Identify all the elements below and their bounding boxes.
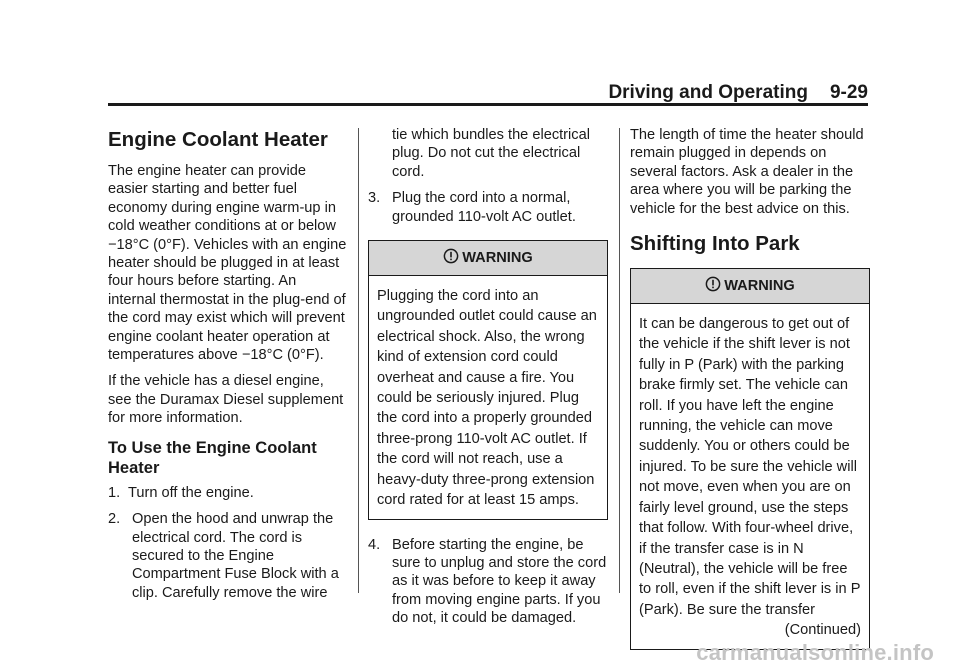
column-divider [358,128,359,593]
header-rule [108,103,868,106]
column-left: Engine Coolant Heater The engine heater … [108,128,348,610]
step-text: tie which bundles the electrical plug. D… [392,127,590,180]
column-right: The length of time the heater should rem… [630,126,870,666]
running-header: Driving and Operating 9-29 [608,82,868,104]
list-item-step-1: 1. Turn off the engine. [108,484,348,502]
warning-text: Plugging the cord into an ungrounded out… [377,288,597,509]
section-heading-engine-coolant-heater: Engine Coolant Heater [108,128,328,151]
warning-text: It can be dangerous to get out of the ve… [631,304,869,649]
step-text: Turn off the engine. [128,484,254,501]
warning-icon [705,276,721,292]
column-middle: tie which bundles the electrical plug. D… [368,126,608,636]
warning-label: WARNING [462,250,533,267]
section-heading-shifting-into-park: Shifting Into Park [630,232,800,256]
list-item-step-2-continued: tie which bundles the electrical plug. D… [368,126,608,181]
heater-duration-paragraph: The length of time the heater should rem… [630,127,864,217]
warning-box-shifting-into-park: WARNING It can be dangerous to get out o… [630,268,870,650]
warning-icon [443,248,459,264]
step-number: 1. [108,484,121,501]
warning-box-ungrounded-outlet: WARNING Plugging the cord into an ungrou… [368,240,608,520]
warning-header: WARNING [631,269,869,305]
warning-paragraph: It can be dangerous to get out of the ve… [639,316,861,618]
column-divider [619,128,620,593]
warning-label: WARNING [724,278,795,295]
diesel-note-paragraph: If the vehicle has a diesel engine, see … [108,373,344,427]
warning-header: WARNING [369,241,607,277]
step-number: 2. [108,511,121,528]
step-number: 4. [368,536,381,553]
subheading-to-use-heater: To Use the Engine Coolant Heater [108,438,317,477]
list-item-step-2: 2. Open the hood and unwrap the electric… [108,510,348,602]
step-text: Before starting the engine, be sure to u… [392,536,607,627]
watermark: carmanualsonline.info [696,640,934,665]
continued-label: (Continued) [784,622,861,639]
step-number: 3. [368,190,381,207]
page-number: 9-29 [829,82,868,103]
intro-paragraph: The engine heater can provide easier sta… [108,163,347,364]
step-text: Plug the cord into a normal, grounded 11… [392,190,576,225]
step-text: Open the hood and unwrap the electrical … [132,511,339,601]
list-item-step-4: 4. Before starting the engine, be sure t… [368,536,608,628]
section-title: Driving and Operating [608,82,808,103]
list-item-step-3: 3. Plug the cord into a normal, grounded… [368,189,608,226]
